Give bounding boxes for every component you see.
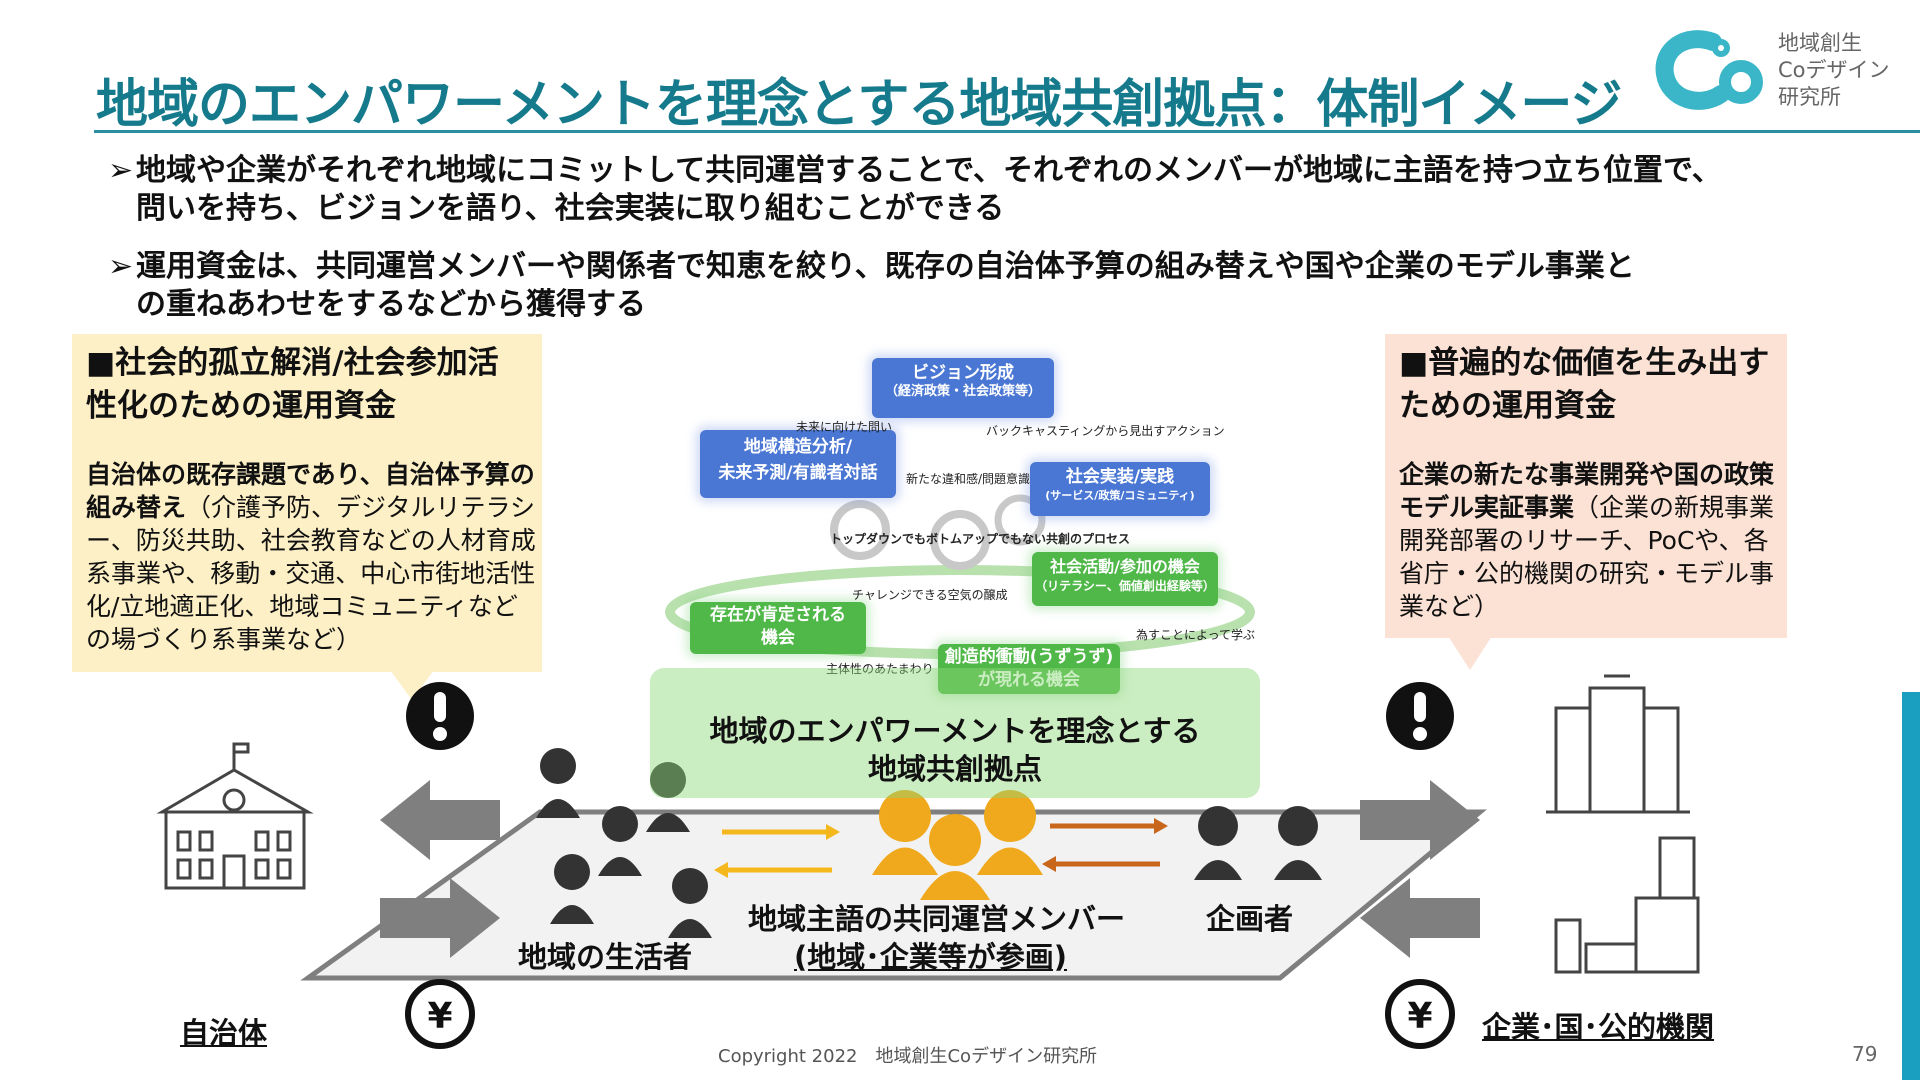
logo-text: 地域創生 Coデザイン 研究所 — [1778, 30, 1890, 111]
logo-line-3: 研究所 — [1778, 85, 1841, 109]
left-callout-bold: 自治体の既存課題であり、自治体予算の組み替え — [86, 460, 535, 522]
new-sense-text: 新たな違和感/問題意識 — [906, 472, 1031, 486]
challenge-text: チャレンジできる空気の醸成 — [852, 588, 1008, 602]
participation-sub: （リテラシー、価値創出経験等） — [1035, 579, 1215, 593]
residents-label: 地域の生活者 — [518, 940, 693, 974]
future-question-text: 未来に向けた問い — [796, 420, 893, 434]
logo-line-2: Coデザイン — [1778, 58, 1890, 82]
arrow-left-in — [380, 878, 500, 958]
yen-icon: ¥ — [1385, 979, 1455, 1049]
members-label-1: 地域主語の共同運営メンバー — [748, 902, 1126, 936]
left-callout-rest: （介護予防、デジタルリテラシー、防災共助、社会教育などの人材育成系事業や、移動・… — [86, 493, 536, 654]
analysis-line-2: 未来予測/有識者対話 — [718, 463, 878, 483]
left-callout-heading: ■社会的孤立解消/社会参加活性化のための運用資金 — [86, 345, 499, 424]
city-hall-icon — [156, 742, 314, 890]
government-building-icon — [1554, 836, 1700, 974]
right-callout: ■普遍的な価値を生み出すための運用資金 企業の新たな事業開発や国の政策モデル実証… — [1385, 334, 1787, 638]
title-underline — [94, 130, 1920, 133]
left-callout: ■社会的孤立解消/社会参加活性化のための運用資金 自治体の既存課題であり、自治体… — [72, 334, 542, 672]
implementation-pill: 社会実装/実践 (サービス/政策/コミュニティ) — [1030, 462, 1210, 516]
right-callout-heading: ■普遍的な価値を生み出すための運用資金 — [1399, 345, 1770, 424]
arrow-right-in — [1360, 878, 1480, 958]
right-callout-tail — [1448, 636, 1492, 670]
exclamation-icon — [1386, 682, 1454, 750]
logo-line-1: 地域創生 — [1778, 31, 1862, 55]
process-text: トップダウンでもボトムアップでもない共創のプロセス — [830, 532, 1131, 546]
footer-copyright: Copyright 2022 地域創生Coデザイン研究所 — [718, 1046, 1098, 1067]
creative-pill: 創造的衝動(うずうず) が現れる機会 — [938, 644, 1120, 694]
participation-label: 社会活動/参加の機会 — [1050, 557, 1200, 576]
right-callout-rest: （企業の新規事業開発部署のリサーチ、PoCや、各省庁・公的機関の研究・モデル事業… — [1399, 493, 1775, 621]
companies-label: 企業･国･公的機関 — [1482, 1010, 1715, 1044]
co-logo-icon — [1655, 30, 1763, 110]
hub-line-1: 地域のエンパワーメントを理念とする — [709, 714, 1201, 748]
analysis-pill: 地域構造分析/ 未来予測/有識者対話 — [700, 430, 896, 498]
page-number: 79 — [1852, 1042, 1878, 1066]
svg-text:¥: ¥ — [427, 996, 452, 1037]
planner-label: 企画者 — [1206, 902, 1294, 936]
affirmed-line-1: 存在が肯定される — [710, 605, 846, 625]
backcasting-text: バックキャスティングから見出すアクション — [986, 424, 1225, 438]
svg-text:¥: ¥ — [1407, 996, 1432, 1037]
bullet-1-line-2: 問いを持ち、ビジョンを語り、社会実装に取り組むことができる — [136, 191, 1005, 226]
affirmed-line-2: 機会 — [761, 628, 795, 648]
side-accent-bar — [1902, 692, 1920, 1080]
hub-background — [650, 668, 1260, 798]
loop-circle-3 — [994, 494, 1046, 546]
analysis-line-1: 地域構造分析/ — [743, 437, 853, 457]
bullet-1: ➢ 地域や企業がそれぞれ地域にコミットして共同運営することで、それぞれのメンバー… — [108, 152, 1808, 228]
learn-text: 為すことによって学ぶ — [1136, 628, 1256, 642]
loop-circle-2 — [930, 510, 990, 570]
core-member-figures — [872, 790, 1043, 900]
loop-circle-1 — [830, 500, 890, 560]
creative-line-2: が現れる機会 — [978, 670, 1080, 690]
right-callout-bold: 企業の新たな事業開発や国の政策モデル実証事業 — [1399, 460, 1775, 522]
participation-pill: 社会活動/参加の機会 （リテラシー、価値創出経験等） — [1032, 552, 1218, 606]
planner-figures — [1194, 806, 1322, 880]
bullet-2-line-1: 運用資金は、共同運営メンバーや関係者で知恵を絞り、既存の自治体予算の組み替えや国… — [136, 249, 1635, 284]
vision-sub: （経済政策・社会政策等） — [884, 384, 1041, 399]
resident-figures — [536, 748, 712, 938]
right-callout-body: 企業の新たな事業開発や国の政策モデル実証事業（企業の新規事業開発部署のリサーチ、… — [1399, 458, 1784, 623]
vision-pill: ビジョン形成 （経済政策・社会政策等） — [872, 358, 1054, 418]
arrow-left-out — [380, 780, 500, 860]
yen-icon: ¥ — [405, 979, 475, 1049]
initiative-text: 主体性のあたまわり — [826, 662, 934, 676]
creative-line-1: 創造的衝動(うずうず) — [944, 647, 1114, 667]
implementation-label: 社会実装/実践 — [1065, 467, 1175, 487]
hub-title: 地域のエンパワーメントを理念とする 地域共創拠点 — [650, 712, 1260, 788]
affirmed-pill: 存在が肯定される 機会 — [690, 602, 866, 654]
left-callout-body: 自治体の既存課題であり、自治体予算の組み替え（介護予防、デジタルリテラシー、防災… — [86, 458, 536, 656]
municipality-label: 自治体 — [180, 1016, 268, 1050]
bullet-1-line-1: 地域や企業がそれぞれ地域にコミットして共同運営することで、それぞれのメンバーが地… — [136, 153, 1722, 188]
hub-line-2: 地域共創拠点 — [867, 752, 1042, 786]
bullet-2-line-2: の重ねあわせをするなどから獲得する — [136, 287, 646, 322]
bullet-2: ➢ 運用資金は、共同運営メンバーや関係者で知恵を絞り、既存の自治体予算の組み替え… — [108, 248, 1808, 324]
bullet-marker: ➢ — [108, 249, 134, 284]
arrow-right-out — [1360, 780, 1480, 860]
implementation-sub: (サービス/政策/コミュニティ) — [1045, 489, 1195, 502]
members-label-2: (地域･企業等が参画) — [794, 940, 1068, 974]
page-title: 地域のエンパワーメントを理念とする地域共創拠点：体制イメージ — [96, 75, 1622, 135]
office-building-icon — [1546, 674, 1690, 814]
exclamation-icon — [406, 682, 474, 750]
bullet-marker: ➢ — [108, 153, 134, 188]
vision-label: ビジョン形成 — [912, 363, 1014, 383]
